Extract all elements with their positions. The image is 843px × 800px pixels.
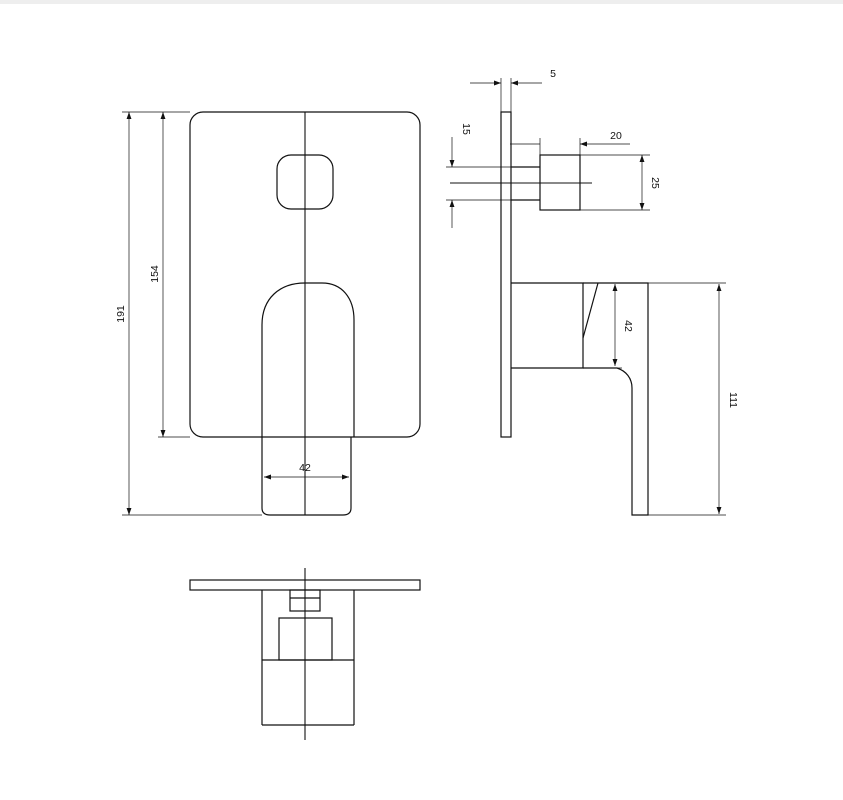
label-overall-height: 191: [115, 305, 127, 323]
front-lever-body: [261, 282, 355, 437]
label-lever-drop: 111: [727, 392, 739, 408]
side-lever-handle: [583, 282, 649, 516]
label-lever-width: 42: [299, 462, 311, 474]
label-button-offset: 15: [460, 123, 472, 135]
top-view: [189, 568, 421, 740]
side-view: 5 15 20 25 42 111: [446, 68, 739, 516]
side-lever-body: [511, 282, 584, 369]
label-lever-side-height: 42: [622, 320, 634, 332]
side-cover-plate: [500, 111, 512, 438]
label-plate-thickness: 5: [550, 68, 556, 80]
label-button-size: 25: [649, 177, 661, 189]
label-plate-height: 154: [149, 265, 161, 283]
side-lever-bevel: [582, 282, 599, 339]
front-view: 191 154 42: [115, 111, 421, 516]
front-lever-handle: [261, 437, 352, 516]
top-border: [0, 0, 843, 4]
label-button-depth: 20: [610, 130, 622, 142]
